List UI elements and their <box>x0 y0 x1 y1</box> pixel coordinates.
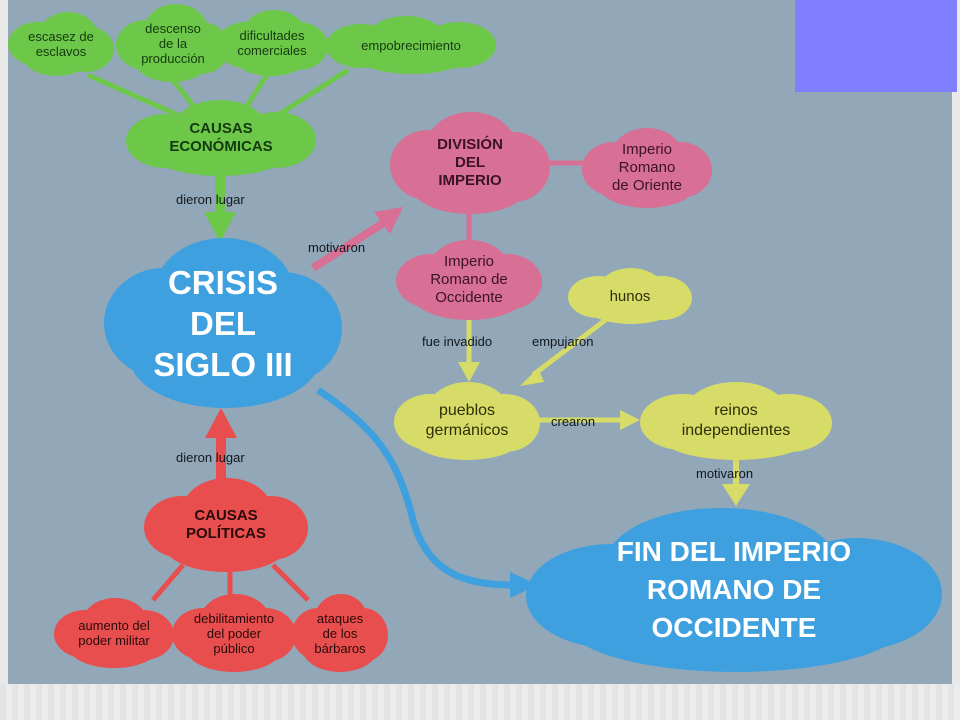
node-division-label: DIVISIÓN DEL IMPERIO <box>437 136 503 189</box>
connector-escasez <box>86 72 180 118</box>
node-dificultades-comerciales: dificultades comerciales <box>216 10 328 76</box>
green-connectors <box>86 67 350 118</box>
node-ataques-label: ataques de los bárbaros <box>314 610 366 656</box>
link-label-motivaron-top: motivaron <box>308 240 366 255</box>
arrow-occidente-pueblos <box>458 318 480 382</box>
node-ataques-barbaros: ataques de los bárbaros <box>292 594 388 672</box>
node-division-imperio: DIVISIÓN DEL IMPERIO <box>390 112 550 214</box>
connector-ataques <box>271 563 310 602</box>
arrow-crisis-fin <box>316 387 538 598</box>
node-fin-imperio: FIN DEL IMPERIO ROMANO DE OCCIDENTE <box>526 508 942 672</box>
link-label-dieron-lugar-top: dieron lugar <box>176 192 245 207</box>
arrow-crisis-division <box>310 207 403 272</box>
node-causas-economicas: CAUSAS ECONÓMICAS <box>126 100 316 176</box>
node-causas-politicas-label: CAUSAS POLÍTICAS <box>185 507 266 542</box>
connector-layer <box>86 67 750 602</box>
node-pueblos-label: pueblos germánicos <box>425 402 509 439</box>
node-causas-economicas-label: CAUSAS ECONÓMICAS <box>169 120 273 155</box>
concept-map-canvas: escasez de esclavos descenso de la produ… <box>8 0 952 684</box>
node-empobrecimiento-label: empobrecimiento <box>361 37 461 53</box>
node-reinos-independientes: reinos independientes <box>640 382 832 460</box>
node-empobrecimiento: empobrecimiento <box>326 16 496 74</box>
node-dificultades-label: dificultades comerciales <box>237 28 307 58</box>
link-label-fue-invadido: fue invadido <box>422 334 493 349</box>
bottom-texture-strip <box>0 684 960 720</box>
node-crisis-siglo-iii: CRISIS DEL SIGLO III <box>104 238 342 408</box>
link-label-motivaron-bottom: motivaron <box>696 466 754 481</box>
node-crisis-label: CRISIS DEL SIGLO III <box>153 263 293 383</box>
arrow-politicas-crisis <box>205 408 237 484</box>
node-oriente-label: Imperio Romano de Oriente <box>611 141 683 194</box>
node-reinos-label: reinos independientes <box>681 402 791 439</box>
arrow-reinos-fin <box>722 458 750 506</box>
link-label-empujaron: empujaron <box>532 334 594 349</box>
node-debilitamiento-label: debilitamiento del poder público <box>193 610 275 656</box>
corner-color-box <box>795 0 957 92</box>
node-escasez-label: escasez de esclavos <box>28 29 94 59</box>
node-imperio-oriente: Imperio Romano de Oriente <box>582 128 712 208</box>
node-causas-politicas: CAUSAS POLÍTICAS <box>144 478 308 572</box>
node-pueblos-germanicos: pueblos germánicos <box>394 382 540 460</box>
node-debilitamiento-poder-publico: debilitamiento del poder público <box>172 594 296 672</box>
node-fin-label: FIN DEL IMPERIO ROMANO DE OCCIDENTE <box>616 536 852 643</box>
node-descenso-produccion: descenso de la producción <box>116 4 230 82</box>
node-hunos-label: hunos <box>609 287 651 305</box>
arrow-hunos-pueblos <box>520 316 610 386</box>
node-descenso-label: descenso de la producción <box>141 20 205 66</box>
node-aumento-poder-militar: aumento del poder militar <box>54 598 174 668</box>
node-aumento-label: aumento del poder militar <box>78 618 150 648</box>
node-hunos: hunos <box>568 268 692 324</box>
node-escasez-esclavos: escasez de esclavos <box>8 12 114 76</box>
arrow-economicas-crisis <box>204 172 236 242</box>
connector-aumento <box>151 563 185 602</box>
node-occidente-label: Imperio Romano de Occidente <box>430 253 508 306</box>
link-label-crearon: crearon <box>551 414 596 429</box>
connector-empobrecimiento <box>276 67 350 118</box>
node-imperio-occidente: Imperio Romano de Occidente <box>396 240 542 320</box>
arrow-pueblos-reinos <box>538 410 640 430</box>
link-label-dieron-lugar-bottom: dieron lugar <box>176 450 245 465</box>
